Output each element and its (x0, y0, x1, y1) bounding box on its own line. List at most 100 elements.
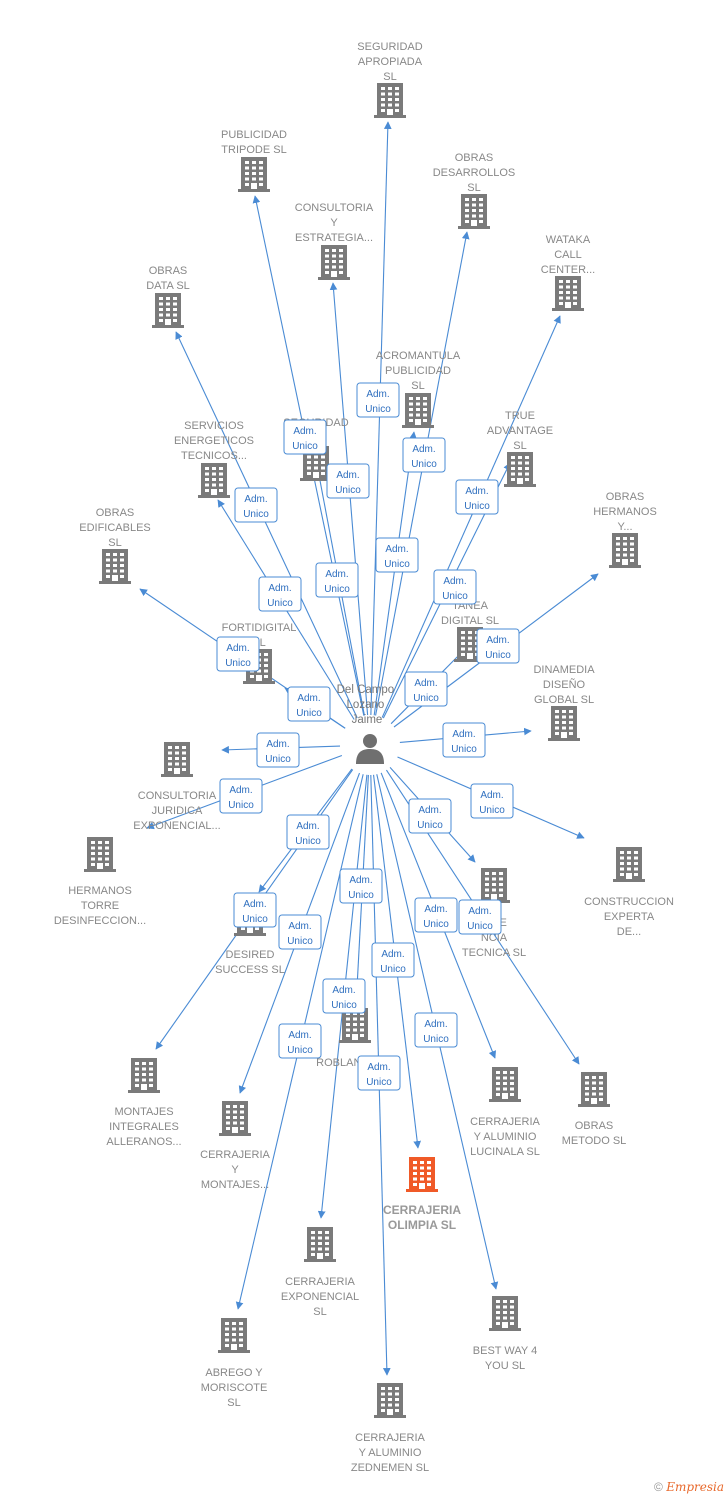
company-label-line: APROPIADA (358, 56, 423, 68)
building-icon (128, 1058, 160, 1093)
building-icon (99, 549, 131, 584)
company-label-line: HERMANOS (593, 506, 657, 518)
company-label-line: SL (513, 440, 526, 452)
building-icon (478, 868, 510, 903)
person-name-line: Jaime (352, 714, 383, 726)
company-label-line: ACROMANTULA (376, 350, 461, 362)
role-badge: Adm.Unico (322, 978, 366, 1014)
building-icon (152, 293, 184, 328)
company-label-line: CENTER... (541, 264, 595, 276)
role-text: Adm. (266, 739, 289, 750)
role-badge: Adm.Unico (278, 1023, 322, 1059)
company-node-fortidigital[interactable]: FORTIDIGITALSL (222, 622, 297, 684)
role-badge: Adm.Unico (470, 783, 514, 819)
building-icon (161, 742, 193, 777)
building-icon (238, 157, 270, 192)
role-badge: Adm.Unico (256, 732, 300, 768)
company-label-line: PUBLICIDAD (385, 365, 451, 377)
role-badge: Adm.Unico (286, 814, 330, 850)
company-label-line: BEST WAY 4 (473, 1345, 537, 1357)
company-label-line: METODO SL (562, 1135, 627, 1147)
company-node-best-way[interactable]: BEST WAY 4 YOU SL (473, 1296, 537, 1372)
role-badge: Adm.Unico (375, 537, 419, 573)
role-text: Unico (467, 921, 493, 932)
role-text: Adm. (424, 1019, 447, 1030)
role-badge: Adm.Unico (278, 914, 322, 950)
role-text: Adm. (244, 494, 267, 505)
company-label-line: EDIFICABLES (79, 522, 151, 534)
company-label-line: YOU SL (485, 1360, 525, 1372)
role-badge: Adm.Unico (339, 868, 383, 904)
company-label-line: DISEÑO (543, 678, 586, 691)
building-icon (406, 1157, 438, 1192)
company-label-line: OBRAS (455, 152, 494, 164)
role-text: Unico (335, 485, 361, 496)
edge-obras-data (175, 331, 358, 719)
brand-logo[interactable]: Empresia (666, 1480, 724, 1494)
footer: © Empresia (654, 1480, 724, 1494)
role-text: Unico (411, 459, 437, 470)
person-node[interactable]: Del Campo Lozano Jaime (337, 684, 398, 764)
company-label-line: ESTRATEGIA... (295, 232, 373, 244)
role-text: Unico (287, 1045, 313, 1056)
company-label-line: SL (467, 182, 480, 194)
company-node-aire-tecnica[interactable]: AIRENCIATECNICA SL (462, 868, 526, 959)
edge-acromantula-publicidad (373, 431, 417, 716)
company-label-line: GLOBAL SL (534, 694, 594, 706)
company-label-line: TRUE (505, 410, 535, 422)
role-text: Adm. (297, 693, 320, 704)
company-label[interactable]: BEST WAY 4 YOU SL (473, 1345, 537, 1372)
role-text: Unico (295, 836, 321, 847)
building-icon (578, 1072, 610, 1107)
company-label-line: INTEGRALES (109, 1121, 179, 1133)
company-label-line: MONTAJES (114, 1106, 173, 1118)
